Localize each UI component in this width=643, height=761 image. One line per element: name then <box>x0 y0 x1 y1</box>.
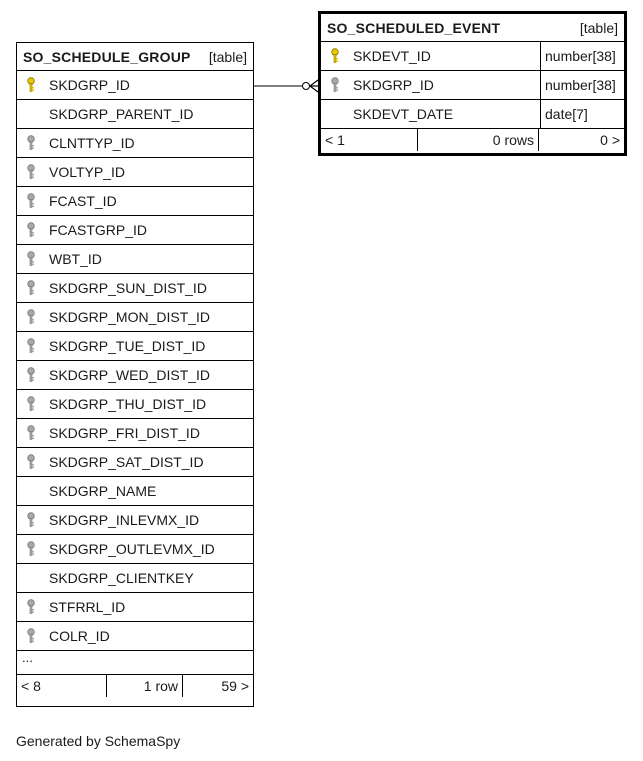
column-row[interactable]: SKDGRP_PARENT_ID <box>17 100 253 129</box>
foreign-key-icon <box>17 332 45 360</box>
foreign-key-icon <box>17 187 45 215</box>
foreign-key-icon <box>17 245 45 273</box>
column-name[interactable]: FCASTGRP_ID <box>49 222 148 238</box>
column-type: number[38] <box>540 71 624 99</box>
table-name[interactable]: SO_SCHEDULED_EVENT <box>327 19 501 36</box>
table-header: SO_SCHEDULED_EVENT [table] <box>321 14 624 42</box>
foreign-key-icon <box>17 419 45 447</box>
foreign-key-icon <box>17 129 45 157</box>
column-row[interactable]: SKDGRP_WED_DIST_ID <box>17 361 253 390</box>
column-name[interactable]: SKDGRP_FRI_DIST_ID <box>49 425 200 441</box>
primary-key-icon <box>321 42 349 70</box>
column-row[interactable]: SKDGRP_NAME <box>17 477 253 506</box>
column-list: SKDGRP_ID SKDGRP_PARENT_ID CLNTTYP_ID VOLTY… <box>17 71 253 651</box>
column-row[interactable]: SKDGRP_SAT_DIST_ID <box>17 448 253 477</box>
column-row[interactable]: SKDGRP_INLEVMX_ID <box>17 506 253 535</box>
column-name[interactable]: WBT_ID <box>49 251 102 267</box>
more-columns-ellipsis: ... <box>17 651 253 675</box>
column-name[interactable]: SKDGRP_MON_DIST_ID <box>49 309 211 325</box>
column-row[interactable]: STFRRL_ID <box>17 593 253 622</box>
column-row[interactable]: SKDEVT_DATE date[7] <box>321 100 624 129</box>
zero-optional-marker <box>302 82 310 90</box>
column-row[interactable]: SKDGRP_TUE_DIST_ID <box>17 332 253 361</box>
foreign-key-icon <box>17 158 45 186</box>
parents-link[interactable]: < 8 <box>17 675 107 697</box>
column-row[interactable]: SKDGRP_OUTLEVMX_ID <box>17 535 253 564</box>
foreign-key-icon <box>17 274 45 302</box>
column-name[interactable]: SKDGRP_INLEVMX_ID <box>49 512 200 528</box>
foreign-key-icon <box>17 535 45 563</box>
column-name[interactable]: SKDGRP_THU_DIST_ID <box>49 396 207 412</box>
column-row[interactable]: SKDGRP_ID number[38] <box>321 71 624 100</box>
foreign-key-icon <box>17 506 45 534</box>
row-count: 0 rows <box>418 129 539 151</box>
table-header: SO_SCHEDULE_GROUP [table] <box>17 43 253 71</box>
column-name[interactable]: SKDGRP_NAME <box>49 483 157 499</box>
column-name[interactable]: SKDGRP_OUTLEVMX_ID <box>49 541 215 557</box>
column-name[interactable]: SKDGRP_ID <box>49 77 130 93</box>
column-name[interactable]: SKDGRP_CLIENTKEY <box>49 570 194 586</box>
table-kind: [table] <box>579 19 618 36</box>
column-row[interactable]: SKDEVT_ID number[38] <box>321 42 624 71</box>
column-name[interactable]: FCAST_ID <box>49 193 117 209</box>
column-name[interactable]: SKDGRP_WED_DIST_ID <box>49 367 211 383</box>
primary-key-icon <box>17 71 45 99</box>
children-link[interactable]: 0 > <box>600 132 620 148</box>
column-name[interactable]: SKDGRP_ID <box>353 77 434 93</box>
foreign-key-icon <box>17 390 45 418</box>
column-name[interactable]: STFRRL_ID <box>49 599 126 615</box>
column-row[interactable]: WBT_ID <box>17 245 253 274</box>
column-name[interactable]: SKDGRP_TUE_DIST_ID <box>49 338 206 354</box>
foreign-key-icon <box>17 448 45 476</box>
crows-foot-lower <box>309 85 319 93</box>
foreign-key-icon <box>17 216 45 244</box>
children-link[interactable]: 59 > <box>221 678 249 694</box>
column-name[interactable]: SKDGRP_SUN_DIST_ID <box>49 280 207 296</box>
foreign-key-icon <box>17 622 45 650</box>
column-row[interactable]: SKDGRP_MON_DIST_ID <box>17 303 253 332</box>
table-name[interactable]: SO_SCHEDULE_GROUP <box>23 48 191 65</box>
column-row[interactable]: SKDGRP_FRI_DIST_ID <box>17 419 253 448</box>
column-row[interactable]: FCASTGRP_ID <box>17 216 253 245</box>
foreign-key-icon <box>321 71 349 99</box>
column-name[interactable]: CLNTTYP_ID <box>49 135 135 151</box>
column-type: number[38] <box>540 42 624 70</box>
column-name[interactable]: SKDEVT_DATE <box>353 106 454 122</box>
column-row[interactable]: SKDGRP_SUN_DIST_ID <box>17 274 253 303</box>
column-row[interactable]: VOLTYP_ID <box>17 158 253 187</box>
table-footer: < 8 1 row 59 > <box>17 675 253 697</box>
foreign-key-icon <box>17 361 45 389</box>
crows-foot-upper <box>309 79 319 87</box>
column-row[interactable]: SKDGRP_ID <box>17 71 253 100</box>
column-row[interactable]: FCAST_ID <box>17 187 253 216</box>
table-footer: < 1 0 rows 0 > <box>321 129 624 151</box>
column-name[interactable]: SKDGRP_SAT_DIST_ID <box>49 454 204 470</box>
column-row[interactable]: COLR_ID <box>17 622 253 651</box>
column-row[interactable]: SKDGRP_THU_DIST_ID <box>17 390 253 419</box>
table-kind: [table] <box>208 48 247 65</box>
column-name[interactable]: SKDEVT_ID <box>353 48 431 64</box>
column-name[interactable]: VOLTYP_ID <box>49 164 125 180</box>
column-type: date[7] <box>540 100 624 128</box>
column-row[interactable]: SKDGRP_CLIENTKEY <box>17 564 253 593</box>
parents-link[interactable]: < 1 <box>321 129 418 151</box>
generated-by-credit: Generated by SchemaSpy <box>16 733 181 749</box>
row-count: 1 row <box>107 675 183 697</box>
column-row[interactable]: CLNTTYP_ID <box>17 129 253 158</box>
foreign-key-icon <box>17 593 45 621</box>
column-name[interactable]: COLR_ID <box>49 628 110 644</box>
column-name[interactable]: SKDGRP_PARENT_ID <box>49 106 194 122</box>
foreign-key-icon <box>17 303 45 331</box>
